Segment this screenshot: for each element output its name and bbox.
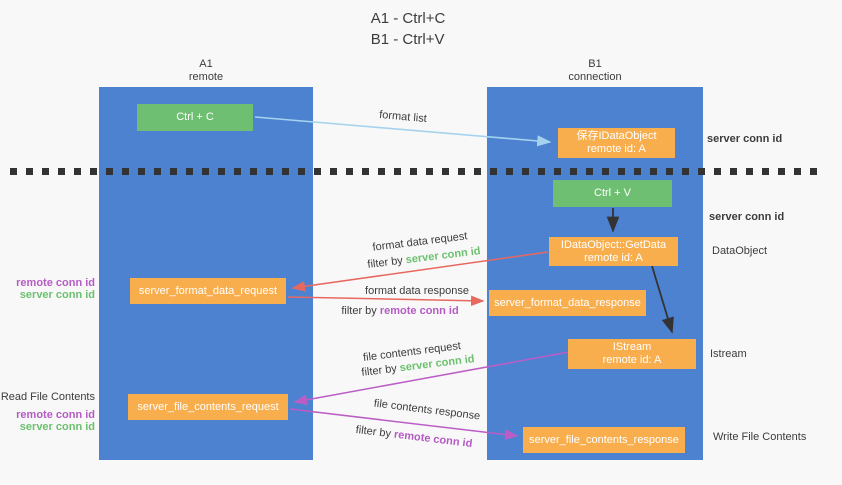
filter-by-text: filter by: [355, 423, 395, 441]
server-file-contents-request-label: server_file_contents_request: [137, 400, 279, 413]
filter-by-remote-conn-id-label-1: filter by remote conn id: [341, 305, 458, 317]
idataobject-getdata-node: IDataObject::GetData remote id: A: [549, 237, 678, 266]
ctrl-c-label: Ctrl + C: [176, 111, 214, 123]
dataobject-label: DataObject: [712, 245, 768, 257]
istream-node-label: IStream remote id: A: [603, 341, 662, 367]
server-format-data-request-node: server_format_data_request: [130, 278, 286, 304]
diagram-title: A1 - Ctrl+C B1 - Ctrl+V: [371, 8, 446, 50]
lifeline-b1-role: connection: [568, 71, 622, 83]
idataobject-getdata-label: IDataObject::GetData remote id: A: [561, 239, 666, 265]
server-conn-id-left-bottom-label: server conn id: [19, 421, 95, 433]
save-idataobject-node: 保存IDataObject remote id: A: [558, 128, 675, 158]
istream-line1: IStream: [612, 341, 652, 353]
remote-conn-id-left-bottom-label: remote conn id: [16, 409, 95, 421]
title-line-1: A1 - Ctrl+C: [370, 10, 446, 27]
server-conn-id-left-top-label: server conn id: [19, 289, 95, 301]
save-idataobject-line1: 保存IDataObject: [576, 130, 657, 142]
left-conn-id-group-top: remote conn id server conn id: [0, 277, 95, 301]
ctrl-v-label: Ctrl + V: [594, 187, 631, 199]
server-conn-id-right-mid-label: server conn id: [709, 211, 785, 223]
remote-conn-id-text: remote conn id: [379, 305, 459, 317]
left-conn-id-group-bottom: Read File Contents remote conn id server…: [0, 391, 95, 433]
idataobject-getdata-line2: remote id: A: [584, 251, 643, 264]
server-format-data-response-label: server_format_data_response: [494, 296, 641, 309]
read-file-contents-label: Read File Contents: [0, 391, 95, 403]
remote-conn-id-left-top-label: remote conn id: [16, 277, 95, 289]
istream-side-label: Istream: [710, 348, 747, 360]
format-list-label: format list: [378, 108, 428, 126]
lifeline-a1-name: A1: [199, 58, 213, 70]
ctrl-c-node: Ctrl + C: [137, 104, 253, 131]
save-idataobject-label: 保存IDataObject remote id: A: [576, 130, 656, 156]
format-data-response-arrow: [287, 295, 485, 307]
file-contents-response-label: file contents response: [373, 397, 481, 423]
filter-by-remote-conn-id-label-2: filter by remote conn id: [355, 424, 473, 450]
server-file-contents-request-node: server_file_contents_request: [128, 394, 288, 420]
filter-by-text: filter by: [360, 362, 401, 379]
save-idataobject-line2: remote id: A: [587, 143, 646, 155]
filter-by-text: filter by: [366, 254, 407, 271]
lifeline-header-a1: A1 remote: [189, 58, 223, 84]
title-line-2: B1 - Ctrl+V: [370, 31, 445, 48]
remote-conn-id-text: remote conn id: [393, 428, 473, 451]
section-divider-dotted-line: [10, 168, 823, 175]
lifeline-header-b1: B1 connection: [568, 58, 621, 84]
server-file-contents-response-node: server_file_contents_response: [523, 427, 685, 453]
server-file-contents-response-label: server_file_contents_response: [529, 433, 679, 446]
server-format-data-request-label: server_format_data_request: [138, 284, 278, 297]
server-format-data-response-node: server_format_data_response: [489, 290, 646, 316]
lifeline-b1-name: B1: [588, 58, 602, 70]
idataobject-getdata-line1: IDataObject::GetData: [560, 238, 667, 251]
lifeline-a1-role: remote: [188, 71, 224, 83]
istream-line2: remote id: A: [602, 354, 662, 366]
istream-node: IStream remote id: A: [568, 339, 696, 369]
ctrl-v-node: Ctrl + V: [553, 180, 672, 207]
format-data-response-label: format data response: [365, 285, 469, 297]
filter-by-text: filter by: [341, 305, 380, 317]
server-conn-id-right-top-label: server conn id: [707, 133, 783, 145]
write-file-contents-label: Write File Contents: [713, 431, 807, 443]
